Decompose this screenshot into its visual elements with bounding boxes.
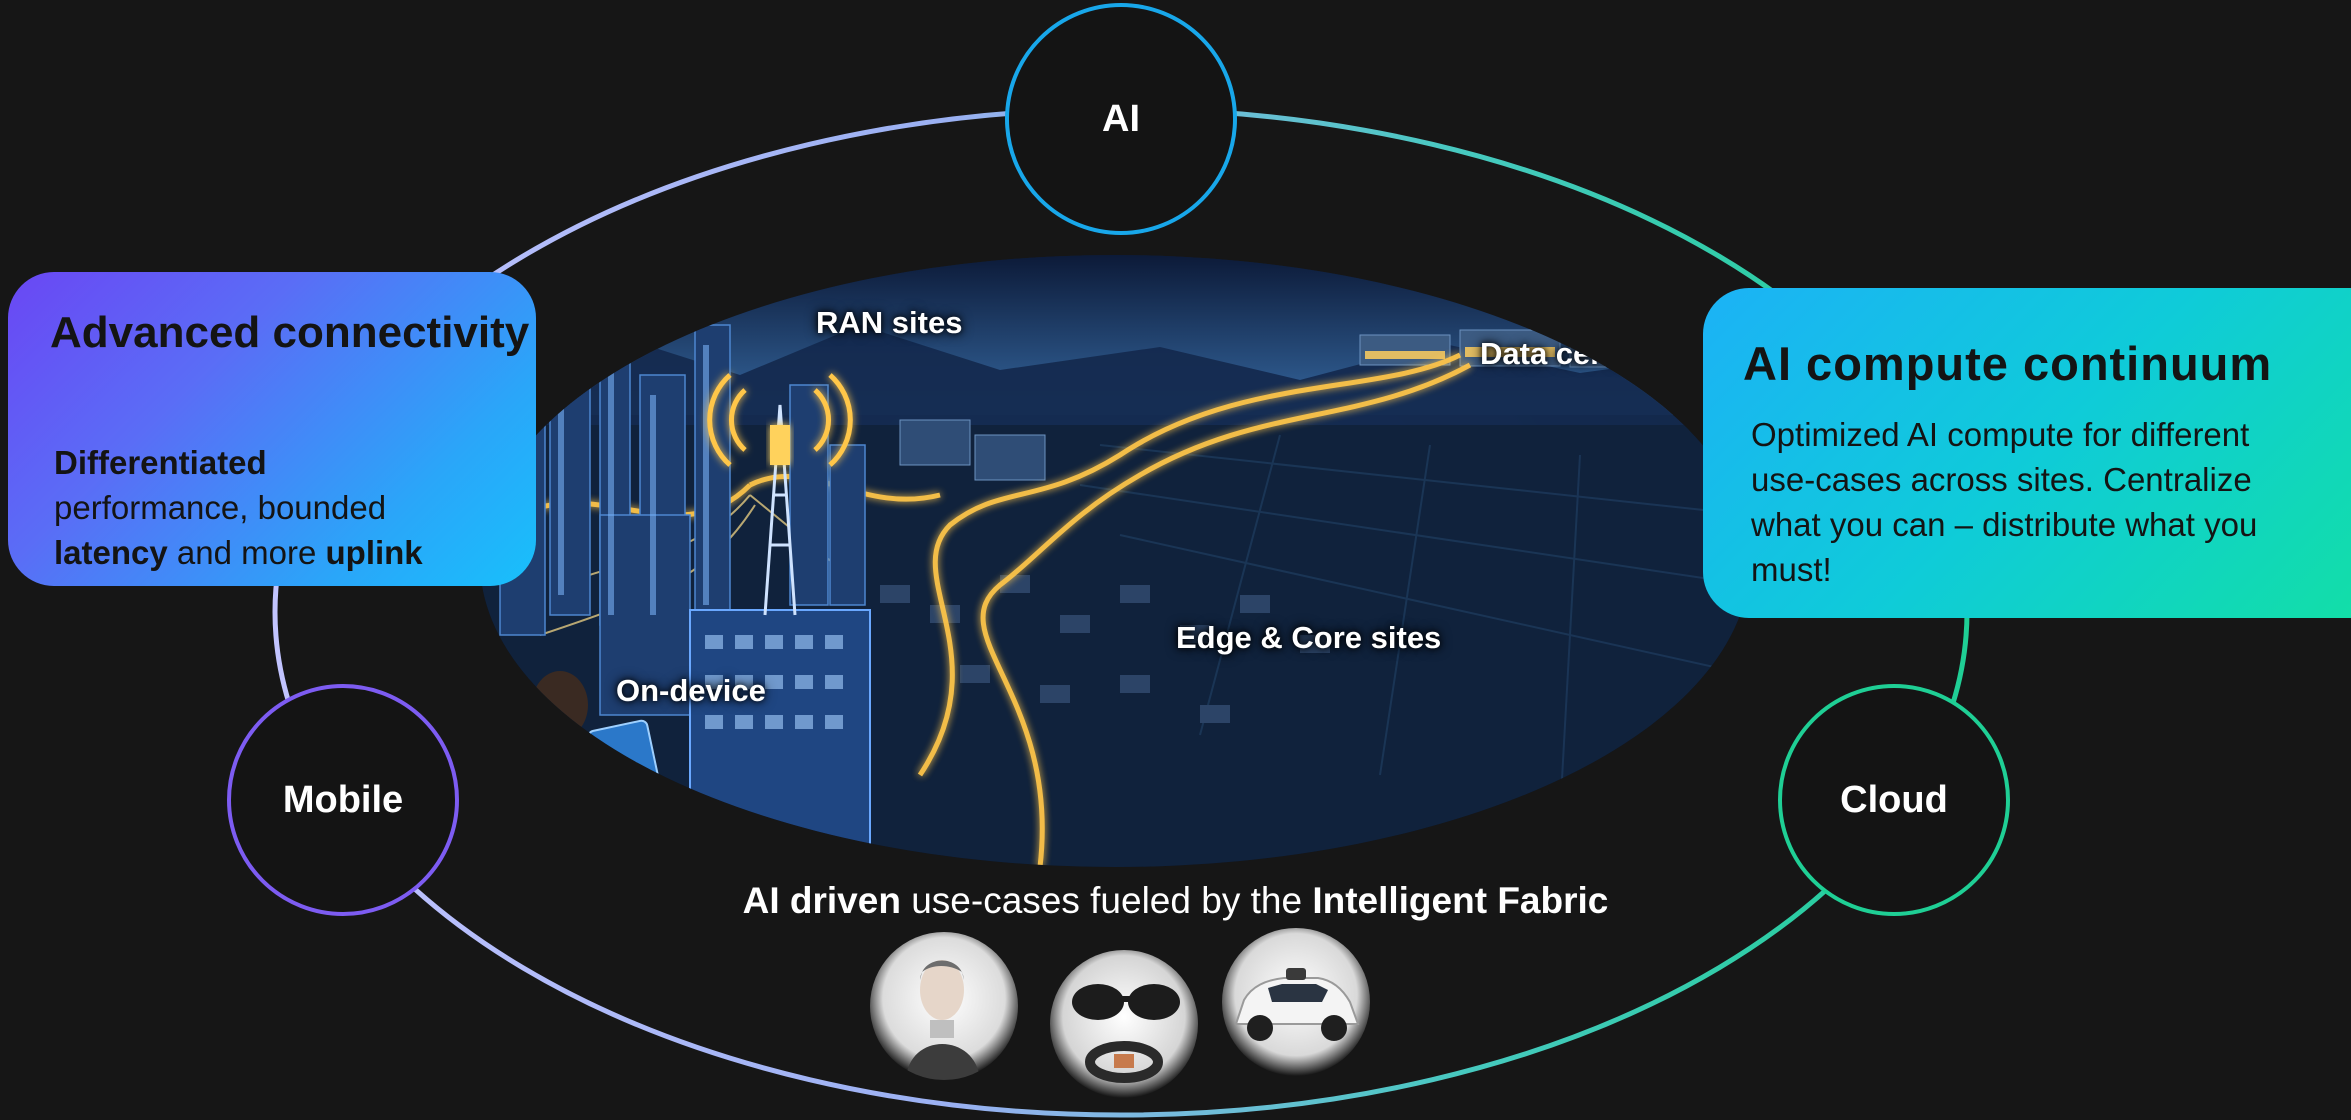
node-mobile-label: Mobile bbox=[282, 778, 404, 821]
city-network-illustration bbox=[480, 255, 1750, 867]
ai-compute-continuum-title: AI compute continuum bbox=[1743, 337, 2273, 390]
node-mobile: Mobile bbox=[227, 684, 459, 916]
ai-compute-continuum-body: Optimized AI compute for different use-c… bbox=[1751, 416, 2258, 588]
ai-compute-continuum-card: AI compute continuum Optimized AI comput… bbox=[1703, 288, 2351, 618]
advanced-connectivity-card: Advanced connectivity Differentiated per… bbox=[8, 272, 536, 586]
autonomous-car-thumbnail bbox=[1222, 928, 1370, 1076]
node-ai: AI bbox=[1005, 3, 1237, 235]
node-ai-label: AI bbox=[1102, 97, 1140, 140]
body-bold-latency: latency bbox=[54, 534, 168, 571]
label-edge-core-sites: Edge & Core sites bbox=[1176, 620, 1442, 655]
humanoid-robot-thumbnail bbox=[870, 932, 1018, 1080]
body-text-and-more: and more bbox=[176, 534, 317, 571]
use-cases-caption: AI driven use-cases fueled by the Intell… bbox=[0, 880, 2351, 922]
label-ran-sites: RAN sites bbox=[816, 305, 963, 340]
label-on-device: On-device bbox=[616, 673, 766, 708]
label-data-centers: Data centers bbox=[1480, 336, 1667, 371]
caption-bold-intelligent-fabric: Intelligent Fabric bbox=[1312, 880, 1609, 921]
intelligent-fabric-scene: RAN sites Data centers Edge & Core sites… bbox=[480, 255, 1750, 867]
advanced-connectivity-title: Advanced connectivity bbox=[50, 308, 530, 357]
node-cloud-label: Cloud bbox=[1840, 778, 1948, 821]
node-cloud: Cloud bbox=[1778, 684, 2010, 916]
advanced-connectivity-body: Differentiated performance, bounded late… bbox=[54, 440, 494, 575]
caption-text: use-cases fueled by the bbox=[911, 880, 1303, 921]
body-bold-uplink: uplink bbox=[325, 534, 423, 571]
body-text-performance: performance, bounded bbox=[54, 489, 387, 526]
smart-glasses-thumbnail bbox=[1050, 950, 1198, 1098]
caption-bold-ai-driven: AI driven bbox=[742, 880, 901, 921]
body-bold-differentiated: Differentiated bbox=[54, 444, 267, 481]
